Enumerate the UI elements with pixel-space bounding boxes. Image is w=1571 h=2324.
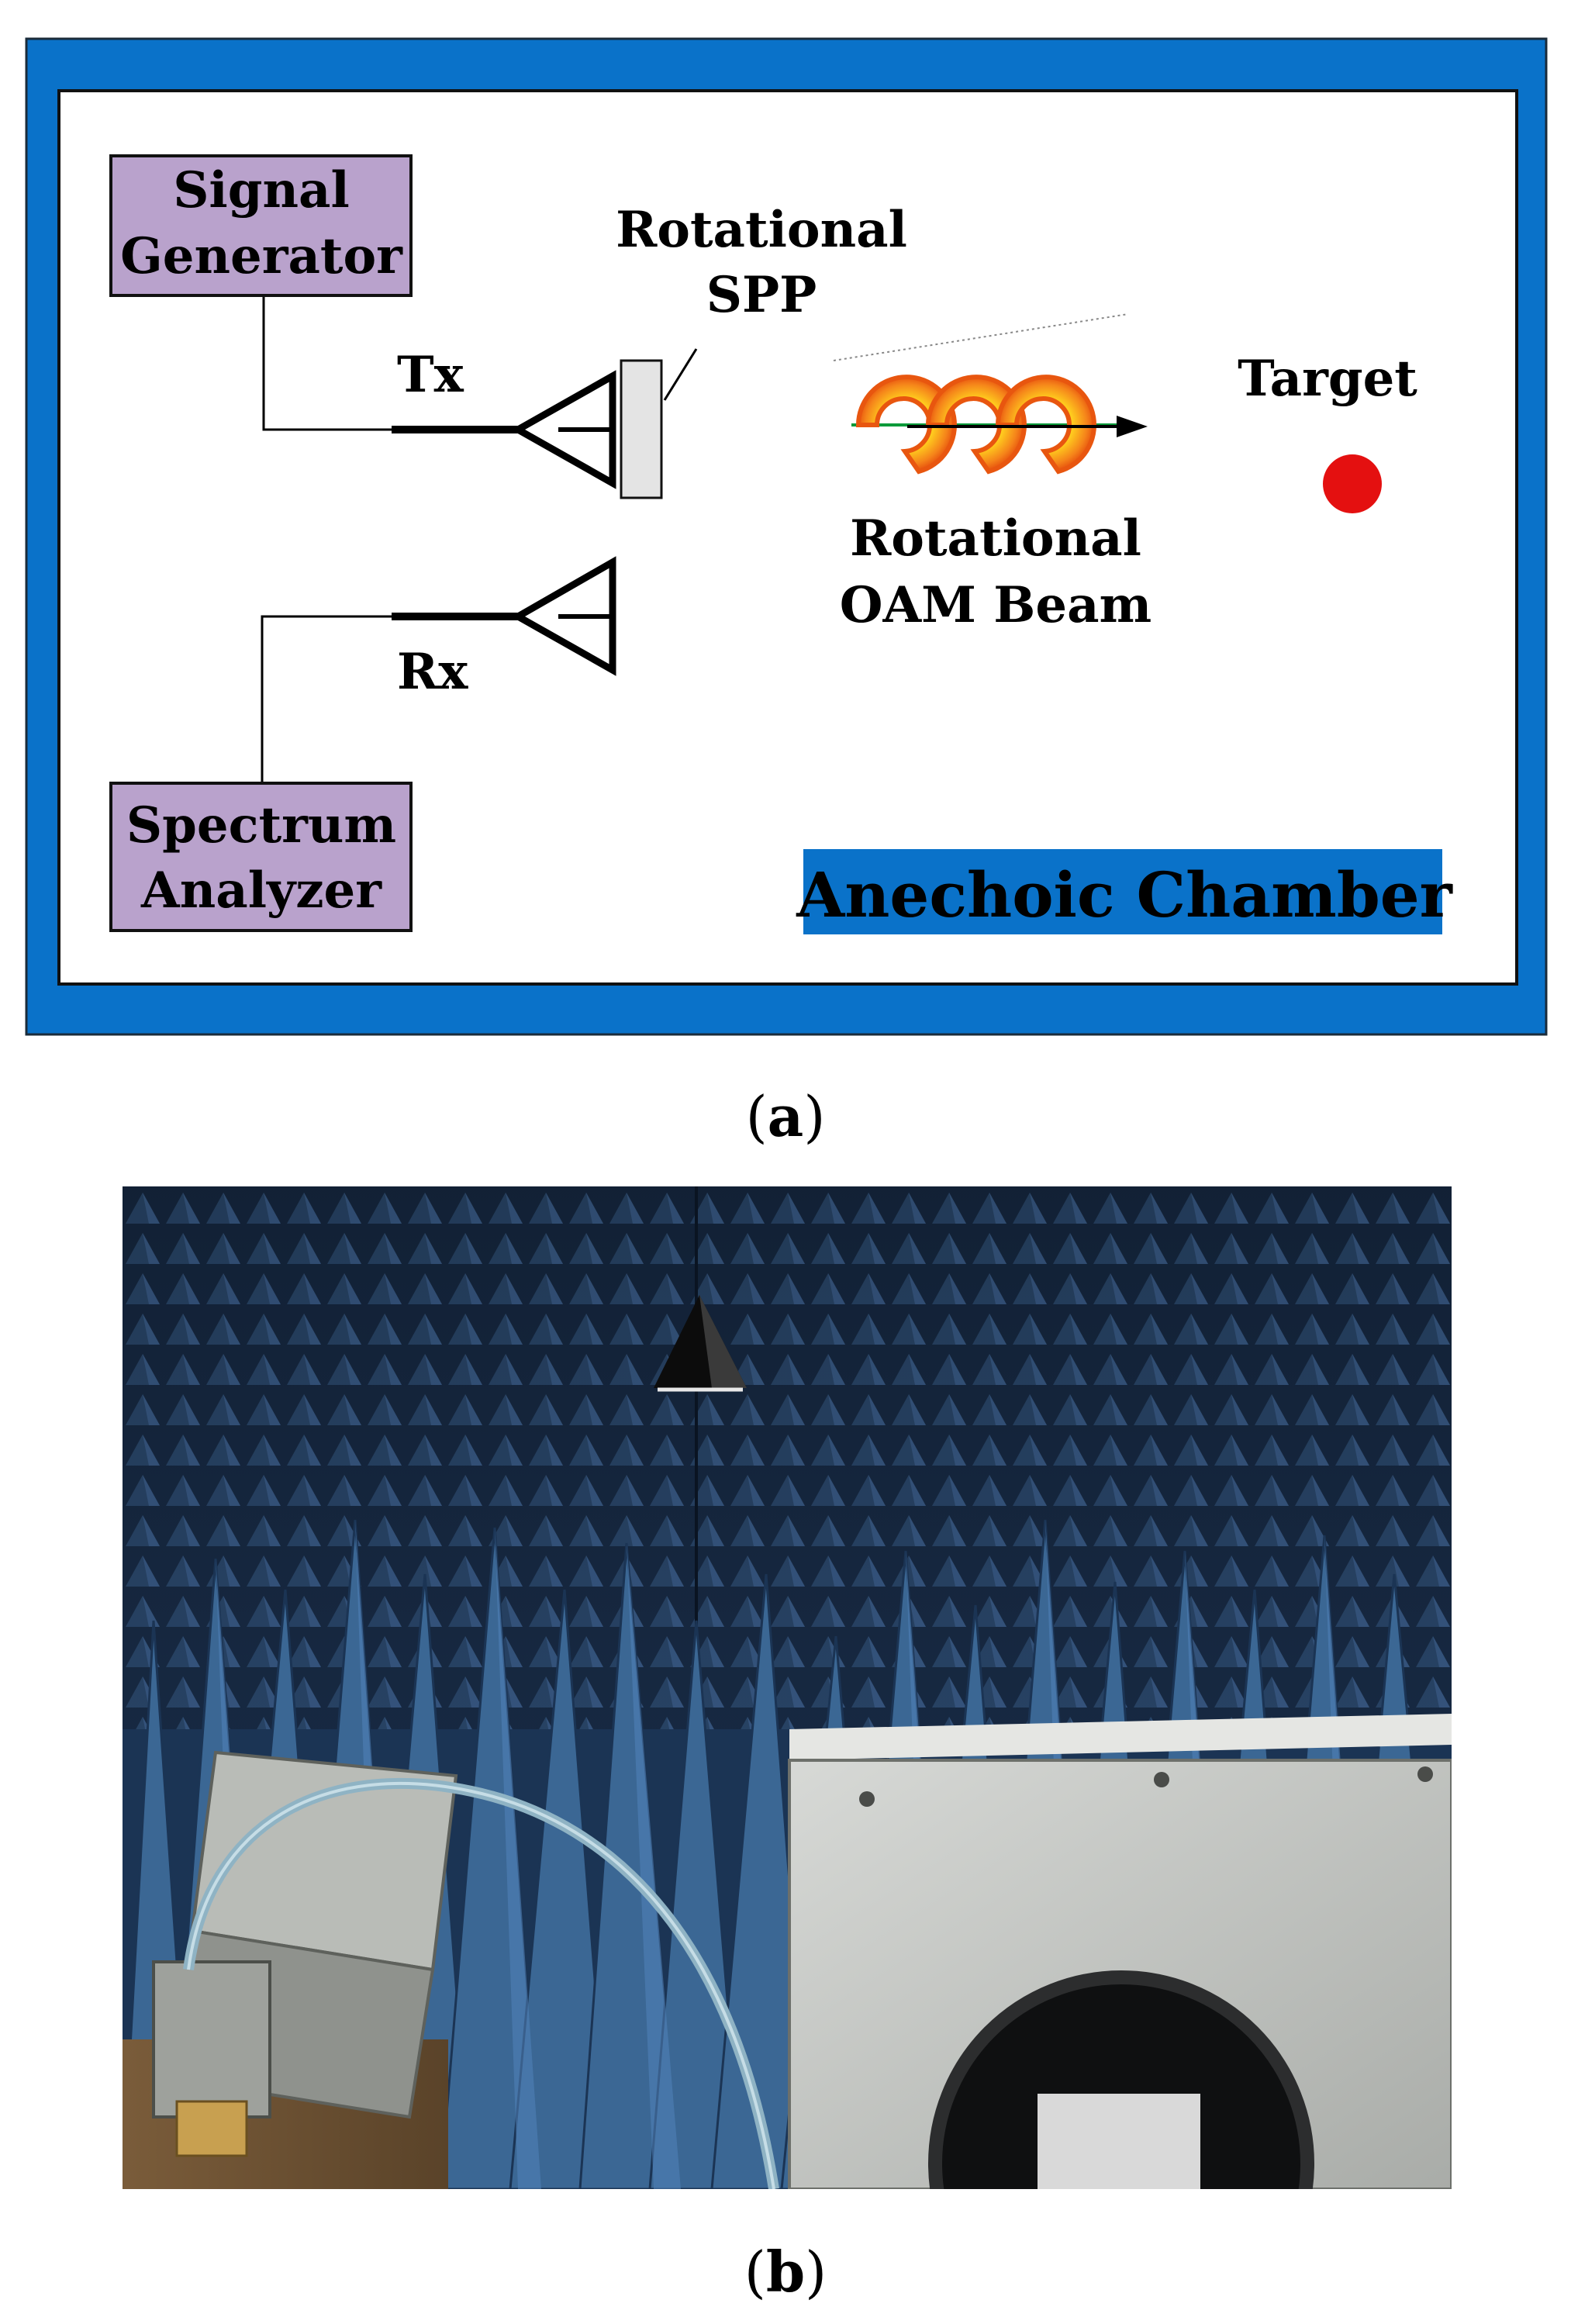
target-dot [1323,454,1382,513]
spectrum-analyzer-label-line2: Analyzer [140,862,382,920]
tx-antenna-icon [392,370,616,489]
tx-label: Tx [397,346,464,404]
signal-generator-block [109,154,413,297]
analyzer-to-rx-wire [261,615,392,783]
spp-label-line2: SPP [706,266,817,324]
spectrum-analyzer-block [109,782,413,932]
spp-pointer-line [663,348,698,401]
caption-a-letter: a [767,1083,804,1149]
signal-generator-label-line1: Signal [173,161,350,219]
rx-antenna-icon [392,556,616,676]
target-label: Target [1238,350,1417,408]
setup-schematic: Signal Generator Spectrum Analyzer Tx Rx… [25,37,1548,1036]
spectrum-analyzer-label-line1: Spectrum [126,796,396,855]
generator-to-tx-wire [262,296,392,431]
rx-label: Rx [397,643,468,701]
horn-antenna [152,1750,458,2157]
radar-box [788,1714,1452,2189]
caption-b-letter: b [765,2239,806,2305]
caption-a: (a) [745,1083,826,1149]
chamber-photograph [123,1186,1452,2189]
signal-generator-label-line2: Generator [120,227,403,285]
oam-beam-icon [833,313,1148,475]
spp-label-line1: Rotational [616,201,907,259]
oam-beam-label-line2: OAM Beam [840,576,1152,634]
spp-plate [620,359,663,499]
chamber-label: Anechoic Chamber [796,858,1452,931]
chamber-badge [803,849,1442,934]
oam-beam-label-line1: Rotational [850,509,1141,568]
caption-b: (b) [744,2239,827,2305]
